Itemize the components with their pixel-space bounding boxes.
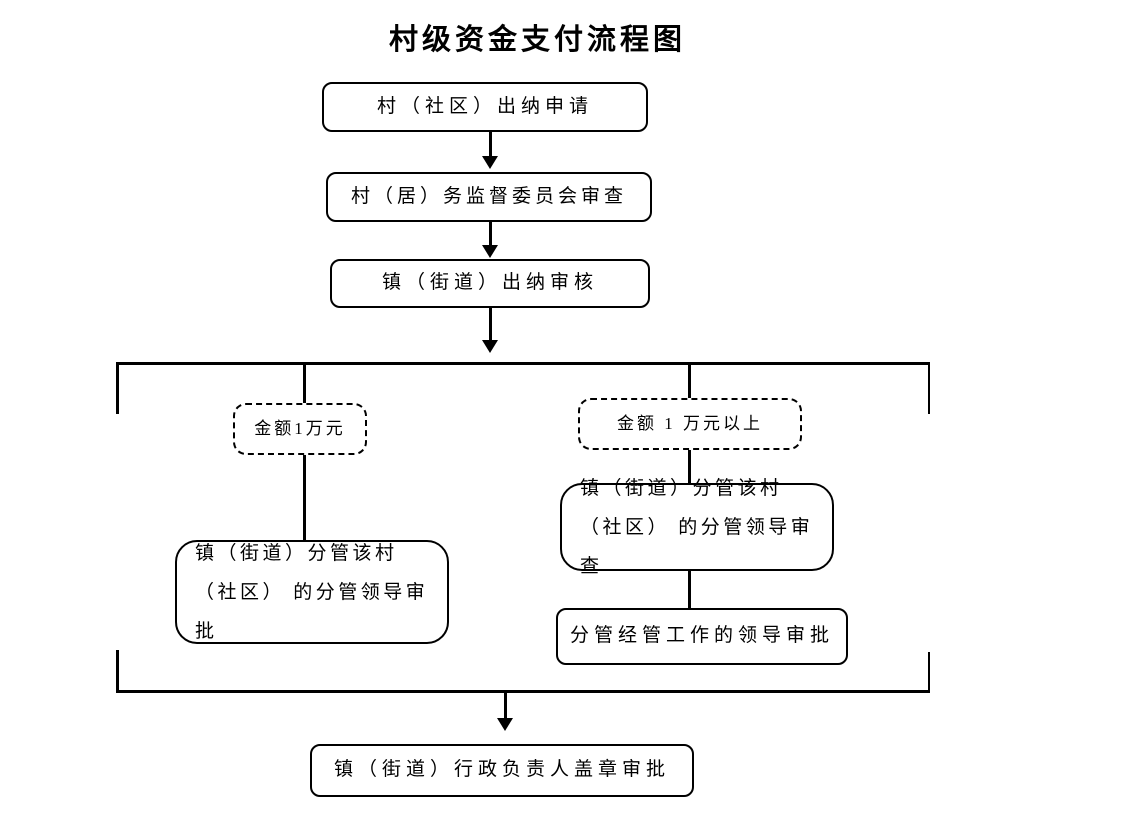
arrow-down-icon [482,245,498,258]
merge-bracket-bottom-left-hook [116,650,119,690]
split-bracket-top-right-hook [927,362,930,414]
connector-merge-final-line [504,692,507,720]
merge-bracket-bottom-line [116,690,930,693]
split-bracket-top-line [116,362,930,365]
merge-bracket-bottom-right-hook [927,652,930,690]
connector-step3-split-line [489,308,492,341]
node-final-seal-approval: 镇（街道）行政负责人盖章审批 [310,744,694,797]
node-town-cashier-audit: 镇（街道）出纳审核 [330,259,650,308]
connector-step2-step3-line [489,222,492,248]
node-right-leader-review: 镇（街道）分管该村（社区） 的分管领导审查 [560,478,834,577]
connector-right-step1-step2-line [688,570,691,610]
node-management-leader-approval: 分管经管工作的领导审批 [556,608,848,665]
arrow-down-icon [482,156,498,169]
node-condition-under-10k: 金额1万元 [233,403,367,455]
flowchart-title: 村级资金支付流程图 [388,24,686,56]
connector-step1-step2-line [489,132,492,158]
arrow-down-icon [482,340,498,353]
node-supervision-committee-review: 村（居）务监督委员会审查 [326,172,652,222]
node-condition-over-10k: 金额 1 万元以上 [578,398,802,450]
arrow-down-icon [497,718,513,731]
node-cashier-application: 村（社区）出纳申请 [322,82,648,132]
split-bracket-top-left-hook [116,362,119,414]
node-left-leader-approval: 镇（街道）分管该村（社区） 的分管领导审批 [175,540,449,644]
